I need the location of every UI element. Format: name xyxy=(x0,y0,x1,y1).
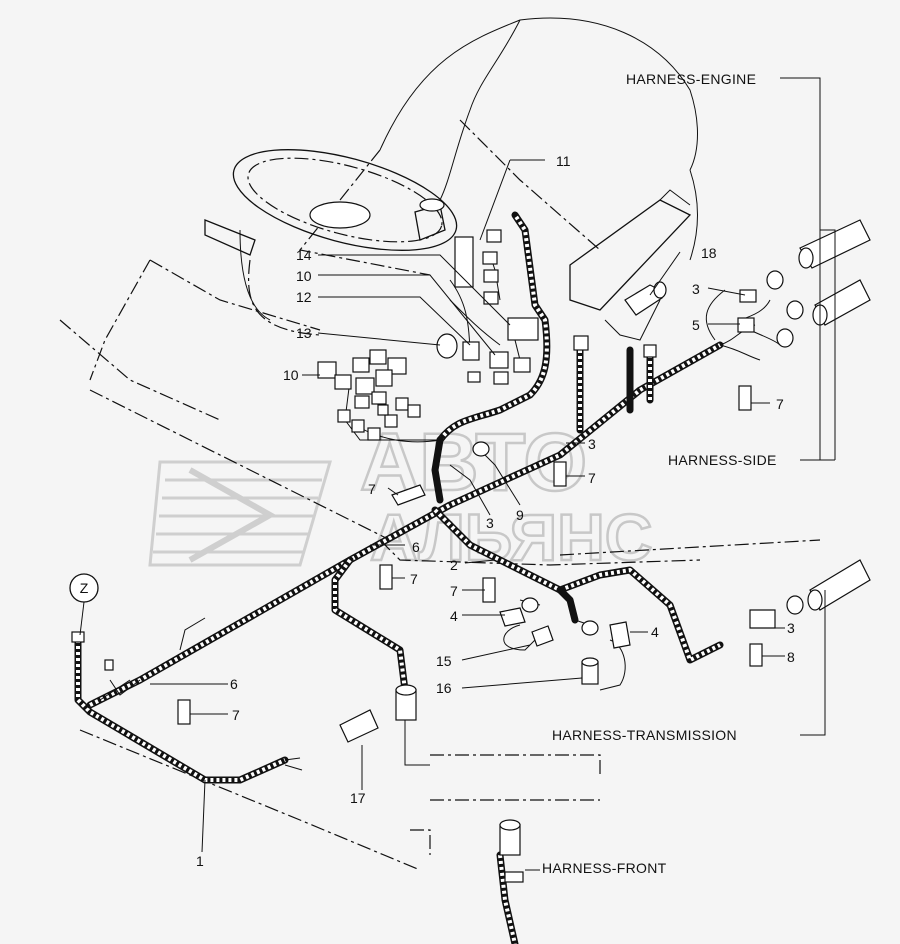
callout-5: 5 xyxy=(692,317,700,333)
callout-3-engine: 3 xyxy=(692,281,700,297)
machine-outline xyxy=(59,17,821,871)
callout-10-left: 10 xyxy=(283,367,299,383)
callout-18: 18 xyxy=(701,245,717,261)
callout-3-side: 3 xyxy=(588,436,596,452)
callout-11: 11 xyxy=(556,153,571,169)
callout-7-center: 7 xyxy=(368,481,376,497)
callout-15: 15 xyxy=(436,653,452,669)
callout-9: 9 xyxy=(516,507,524,523)
main-harness xyxy=(74,211,724,944)
callout-1: 1 xyxy=(196,853,204,869)
callout-6-left: 6 xyxy=(230,676,238,692)
harness-transmission-label: HARNESS-TRANSMISSION xyxy=(552,727,737,743)
z-marker-label: Z xyxy=(80,580,89,596)
callout-7-center-lower: 7 xyxy=(410,571,418,587)
callout-7-side: 7 xyxy=(776,396,784,412)
callout-13: 13 xyxy=(296,325,312,341)
callout-10-top: 10 xyxy=(296,268,312,284)
callout-12: 12 xyxy=(296,289,312,305)
callout-3-transmission: 3 xyxy=(787,620,795,636)
callout-8: 8 xyxy=(787,649,795,665)
callout-17: 17 xyxy=(350,790,366,806)
watermark-logo xyxy=(148,460,332,567)
callout-4-right: 4 xyxy=(651,624,659,640)
callout-7-clamp: 7 xyxy=(450,583,458,599)
z-marker-circle xyxy=(69,573,99,603)
callout-16: 16 xyxy=(436,680,452,696)
callout-14: 14 xyxy=(296,247,312,263)
harness-engine-label: HARNESS-ENGINE xyxy=(626,71,756,87)
harness-side-label: HARNESS-SIDE xyxy=(668,452,777,468)
harness-front-label: HARNESS-FRONT xyxy=(542,860,667,876)
callout-7-left: 7 xyxy=(232,707,240,723)
callout-numbers: 11 18 14 10 12 13 10 3 5 7 3 7 7 3 9 6 2… xyxy=(196,153,795,869)
callout-4-left: 4 xyxy=(450,608,458,624)
callout-6-center: 6 xyxy=(412,539,420,555)
callout-2: 2 xyxy=(450,557,458,573)
leader-lines xyxy=(79,77,836,871)
callout-3-center: 3 xyxy=(486,515,494,531)
callout-7-side-lower: 7 xyxy=(588,470,596,486)
